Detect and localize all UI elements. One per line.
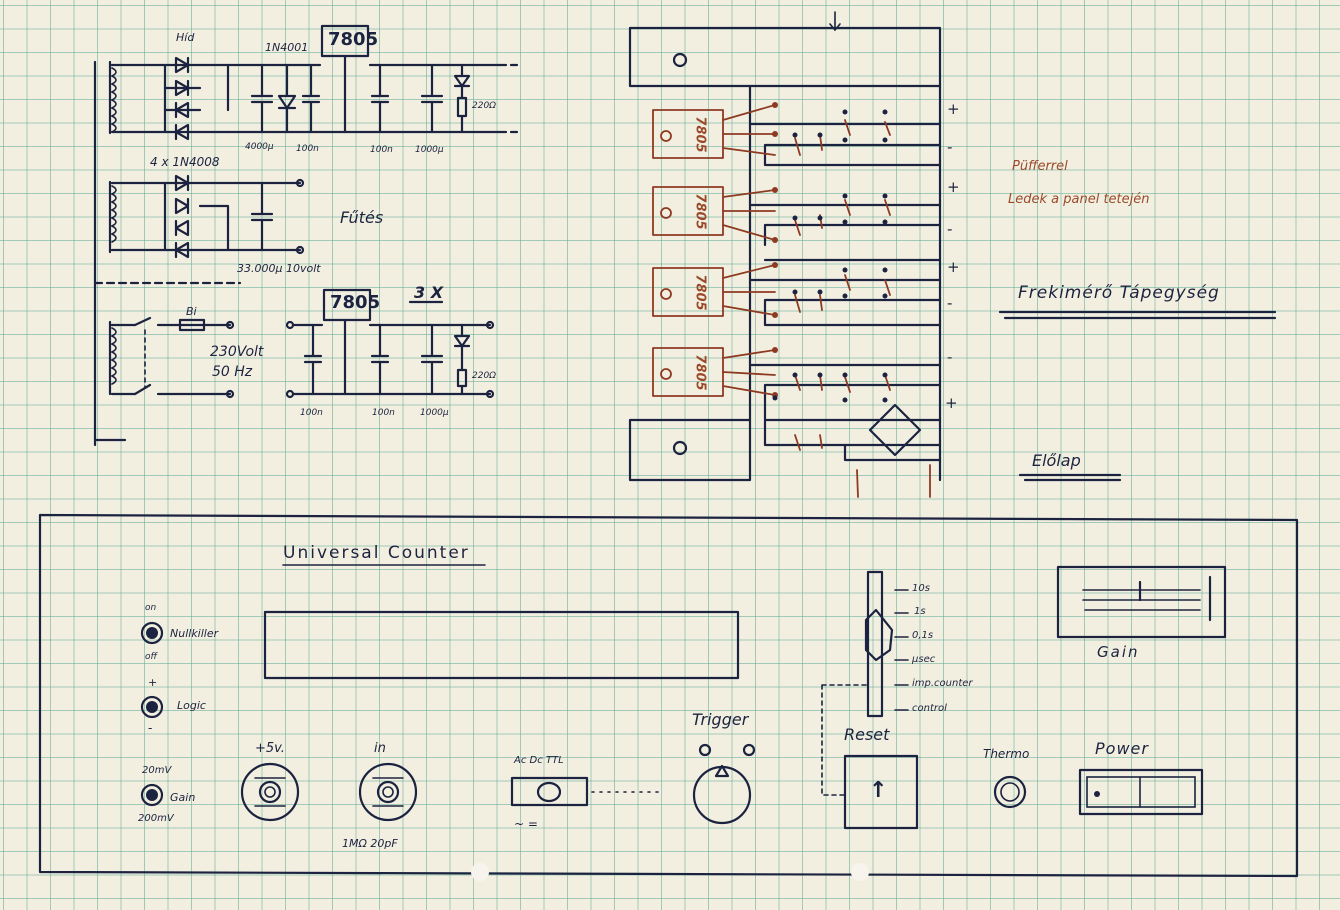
thermo-label: Thermo [983, 747, 1030, 761]
fuse-label: Bi [186, 305, 197, 318]
gain-20mv-label: 20mV [142, 765, 172, 776]
gain-meter [1056, 565, 1227, 639]
transformer-top [93, 60, 167, 447]
thermo-indicator [993, 775, 1027, 809]
cap-value-1: 4000µ [245, 142, 274, 152]
front-panel-heading: Előlap [1032, 451, 1081, 470]
coupling-labels: Ac Dc TTL [514, 755, 564, 766]
coupling-selector-switch[interactable] [510, 776, 661, 807]
input-spec-label: 1MΩ 20pF [342, 837, 398, 850]
reset-button[interactable] [843, 754, 919, 830]
regulator-bottom-label: 7805 [330, 292, 381, 313]
timebase-option: control [912, 703, 947, 714]
mounting-holes [471, 863, 869, 881]
plus5v-label: +5v. [255, 741, 285, 756]
pcb-regulator-4: 7805 [692, 354, 708, 391]
panel-title: Universal Counter [283, 543, 470, 563]
gain-label: Gain [170, 791, 196, 804]
gain-meter-label: Gain [1097, 643, 1140, 661]
bridge-label: Híd [176, 31, 195, 44]
power-label: Power [1095, 739, 1149, 758]
coupling-symbols: ~ = [514, 817, 538, 831]
power-switch[interactable] [1078, 768, 1204, 816]
cap-value-3: 100n [370, 145, 393, 155]
reset-arrow-icon: ↑ [869, 778, 888, 803]
multiplier-label: 3 X [414, 283, 444, 302]
pcb-regulator-2: 7805 [692, 193, 708, 230]
input-label: in [374, 741, 386, 756]
timebase-option: 1s [914, 606, 926, 617]
reset-label: Reset [844, 725, 890, 744]
cap-value-4: 1000µ [415, 145, 444, 155]
mains-frequency-label: 50 Hz [212, 364, 253, 380]
trigger-knob[interactable] [692, 743, 756, 825]
polarity-mark: - [947, 294, 953, 312]
nullkiller-on-label: on [145, 603, 157, 613]
trigger-label: Trigger [692, 710, 749, 729]
mains-input [93, 281, 242, 442]
polarity-mark: + [947, 178, 960, 196]
timebase-slider[interactable] [821, 570, 909, 796]
display-window [263, 610, 740, 680]
supply-rail-top [226, 24, 522, 134]
polarity-mark: - [947, 348, 953, 366]
diode-bridge-note: 4 x 1N4008 [150, 155, 220, 169]
logic-switch[interactable] [140, 695, 164, 719]
timebase-option: imp.counter [912, 678, 973, 689]
pcb-regulators [652, 102, 931, 498]
heating-label: Fűtés [340, 208, 384, 227]
led-resistor-bottom: 220Ω [472, 371, 497, 381]
pcb-regulator-1: 7805 [692, 116, 708, 153]
nullkiller-label: Nullkiller [170, 627, 219, 640]
pcb-regulator-3: 7805 [692, 274, 708, 311]
heating-supply [108, 174, 305, 259]
pcb-layout [628, 26, 942, 482]
diode-bridge-top [163, 56, 230, 141]
heating-cap-label: 33.000µ 10volt [237, 262, 321, 275]
schematic-title: Frekimérő Tápegység [1018, 283, 1220, 303]
polarity-mark: - [947, 138, 953, 156]
timebase-option: µsec [912, 654, 936, 665]
mains-voltage-label: 230Volt [210, 344, 264, 360]
polarity-mark: + [945, 394, 958, 412]
logic-plus-label: + [148, 676, 158, 689]
note-buffer: Püfferrel [1012, 159, 1068, 174]
input-bnc-connector[interactable] [358, 762, 418, 822]
gain-200mv-label: 200mV [138, 813, 174, 824]
cap-bottom-3: 1000µ [420, 408, 449, 418]
timebase-option: 0,1s [912, 630, 934, 641]
notes-underlines [829, 11, 1277, 482]
plus5v-bnc-connector[interactable] [240, 762, 300, 822]
polarity-mark: - [947, 220, 953, 238]
polarity-mark: + [947, 258, 960, 276]
front-panel-outline [38, 513, 1299, 878]
gain-switch[interactable] [140, 783, 164, 807]
logic-label: Logic [177, 699, 206, 712]
timebase-option: 10s [912, 583, 930, 594]
logic-minus-label: - [148, 721, 153, 735]
cap-bottom-2: 100n [372, 408, 395, 418]
supply-rail-bottom [285, 288, 495, 399]
nullkiller-switch[interactable] [140, 621, 164, 645]
cap-bottom-1: 100n [300, 408, 323, 418]
led-resistor-top: 220Ω [472, 101, 497, 111]
polarity-mark: + [947, 100, 960, 118]
regulator-top-label: 7805 [328, 29, 379, 50]
nullkiller-off-label: off [145, 652, 158, 662]
note-leds: Ledek a panel tetején [1008, 192, 1150, 207]
cap-value-2: 100n [296, 144, 319, 154]
pcb-pads [772, 109, 888, 403]
diode-label: 1N4001 [265, 41, 309, 54]
